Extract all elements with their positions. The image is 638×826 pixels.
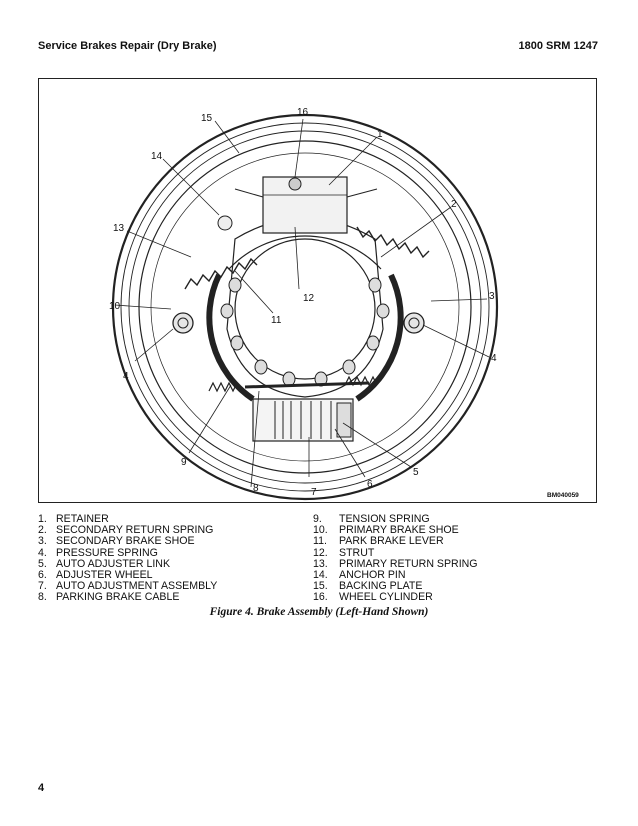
legend-text: TENSION SPRING	[339, 513, 430, 525]
legend-number: 10.	[313, 524, 328, 537]
legend-number: 4.	[38, 546, 47, 559]
legend-text: PRIMARY RETURN SPRING	[339, 557, 478, 570]
page-number: 4	[38, 782, 45, 794]
legend-number: 14.	[313, 569, 328, 582]
legend-number: 13.	[313, 557, 328, 570]
legend-item: 7. AUTO ADJUSTMENT ASSEMBLY	[38, 581, 217, 592]
callout-14: 14	[151, 151, 163, 162]
legend-item: 15. BACKING PLATE	[313, 581, 478, 592]
legend-item: 10. PRIMARY BRAKE SHOE	[313, 524, 478, 537]
legend-left-column: 1. RETAINER 2. SECONDARY RETURN SPRING 3. S…	[38, 513, 217, 604]
header-doc-number: 1800 SRM 1247	[518, 40, 599, 52]
legend-text: ANCHOR PIN	[339, 569, 406, 582]
legend-item: 12. STRUT	[313, 546, 478, 559]
brake-assembly-illustration: 1 2 3 4 4 5 6 7 8 9 10 11 12 13 14 15 16…	[109, 107, 579, 501]
legend-number: 15.	[313, 580, 328, 593]
legend-text: RETAINER	[56, 513, 109, 525]
callout-4-right: 4	[491, 353, 497, 364]
callout-4-left: 4	[123, 371, 129, 382]
legend-item: 16. WHEEL CYLINDER	[313, 592, 478, 603]
legend-right-column: 9. TENSION SPRING 10. PRIMARY BRAKE SHOE 1…	[313, 513, 478, 604]
legend-item: 5. AUTO ADJUSTER LINK	[38, 557, 217, 570]
legend-number: 2.	[38, 524, 47, 537]
legend-number: 5.	[38, 557, 47, 570]
legend-item: 6. ADJUSTER WHEEL	[38, 569, 217, 582]
legend-number: 1.	[38, 513, 47, 525]
legend-text: AUTO ADJUSTER LINK	[56, 557, 171, 570]
legend-item: 14. ANCHOR PIN	[313, 569, 478, 582]
legend-text: AUTO ADJUSTMENT ASSEMBLY	[56, 580, 218, 593]
callout-1: 1	[377, 129, 383, 140]
legend-text: SECONDARY RETURN SPRING	[56, 524, 214, 537]
legend-item: 9. TENSION SPRING	[313, 513, 478, 525]
legend-item: 2. SECONDARY RETURN SPRING	[38, 524, 217, 537]
legend-number: 3.	[38, 535, 47, 548]
legend-text: ADJUSTER WHEEL	[56, 569, 153, 582]
legend-text: PARK BRAKE LEVER	[339, 535, 444, 548]
legend-text: PRESSURE SPRING	[56, 546, 158, 559]
callout-11: 11	[271, 315, 282, 326]
legend-text: PRIMARY BRAKE SHOE	[339, 524, 459, 537]
callout-2: 2	[451, 199, 457, 210]
figure-caption: Figure 4. Brake Assembly (Left-Hand Show…	[209, 606, 429, 618]
legend-text: PARKING BRAKE CABLE	[56, 591, 180, 604]
callout-5: 5	[413, 467, 419, 478]
legend-number: 6.	[38, 569, 47, 582]
legend-number: 12.	[313, 546, 328, 559]
legend-item: 4. PRESSURE SPRING	[38, 546, 217, 559]
legend-number: 11.	[313, 535, 327, 548]
callout-15: 15	[201, 113, 213, 124]
legend-text: SECONDARY BRAKE SHOE	[56, 535, 195, 548]
figure-code: BM040059	[547, 492, 579, 499]
legend-item: 3. SECONDARY BRAKE SHOE	[38, 536, 217, 547]
legend-item: 8. PARKING BRAKE CABLE	[38, 592, 217, 603]
callout-13: 13	[113, 223, 125, 234]
callout-8: 8	[253, 483, 259, 494]
header-title: Service Brakes Repair (Dry Brake)	[38, 40, 217, 52]
legend-item: 1. RETAINER	[38, 513, 217, 525]
callout-16: 16	[297, 107, 309, 118]
callout-12: 12	[303, 293, 315, 304]
legend-number: 8.	[38, 591, 47, 604]
callout-3: 3	[489, 291, 495, 302]
legend-number: 16.	[313, 591, 328, 604]
legend-item: 11. PARK BRAKE LEVER	[313, 536, 478, 547]
callout-10: 10	[109, 301, 121, 312]
legend-text: STRUT	[339, 546, 375, 559]
callout-7: 7	[311, 487, 317, 498]
callout-6: 6	[367, 479, 373, 490]
legend-item: 13. PRIMARY RETURN SPRING	[313, 557, 478, 570]
legend-text: BACKING PLATE	[339, 580, 423, 593]
figure-frame: 1 2 3 4 4 5 6 7 8 9 10 11 12 13 14 15 16…	[38, 78, 597, 503]
legend-text: WHEEL CYLINDER	[339, 591, 433, 604]
legend-number: 9.	[313, 513, 322, 525]
callout-9: 9	[181, 457, 187, 468]
legend-number: 7.	[38, 580, 47, 593]
